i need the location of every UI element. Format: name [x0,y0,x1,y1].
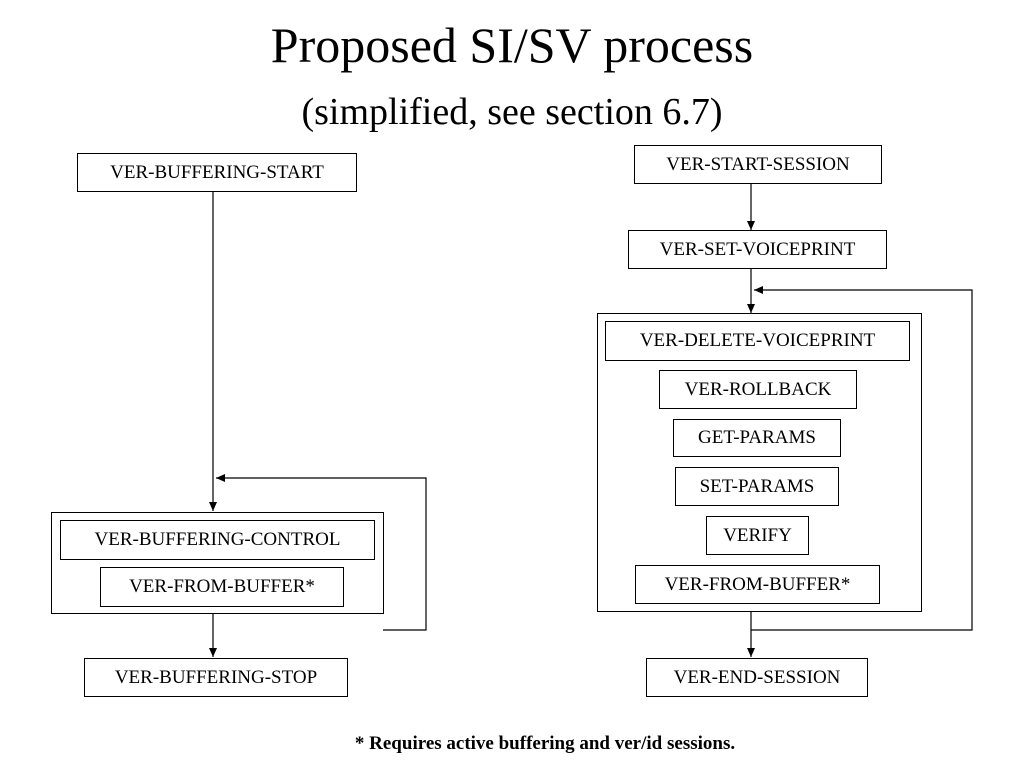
ver-buffering-start-box: VER-BUFFERING-START [77,153,357,192]
set-params-box: SET-PARAMS [675,467,839,506]
verify-box: VERIFY [706,516,809,555]
ver-rollback-box: VER-ROLLBACK [659,370,857,409]
right-ver-from-buffer-box: VER-FROM-BUFFER* [635,565,880,604]
get-params-box: GET-PARAMS [673,419,841,457]
slide-title: Proposed SI/SV process [270,17,754,73]
right-loop-back-line [751,286,973,631]
slide-subtitle: (simplified, see section 6.7) [301,91,723,133]
ver-delete-voiceprint-box: VER-DELETE-VOICEPRINT [605,321,910,361]
ver-end-session-box: VER-END-SESSION [646,658,868,697]
ver-set-voiceprint-box: VER-SET-VOICEPRINT [628,230,887,269]
left-loop-group [51,512,384,614]
left-ver-from-buffer-box: VER-FROM-BUFFER* [100,567,344,607]
left-loop-back-line [216,474,427,631]
ver-buffering-stop-box: VER-BUFFERING-STOP [84,658,348,697]
footnote: * Requires active buffering and ver/id s… [354,733,736,754]
right-loop-group [597,313,922,612]
ver-buffering-control-box: VER-BUFFERING-CONTROL [60,520,375,560]
ver-start-session-box: VER-START-SESSION [634,145,882,184]
